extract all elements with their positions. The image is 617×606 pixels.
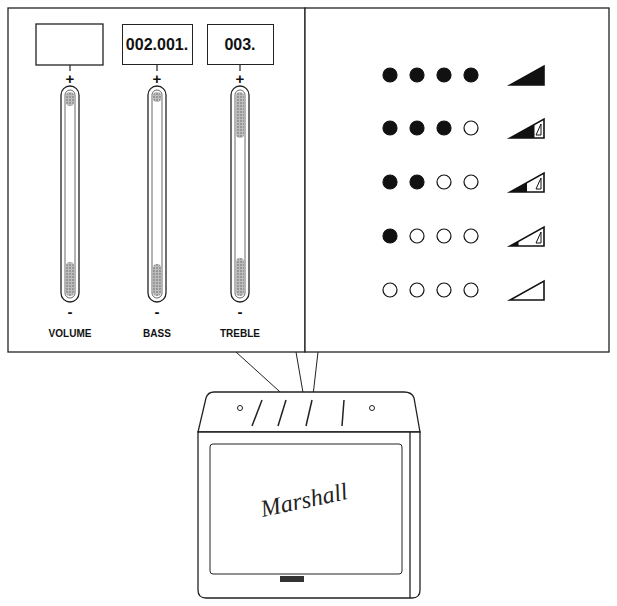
minus-sign: - — [155, 304, 160, 319]
indicator-led — [383, 68, 478, 297]
slider-track — [61, 86, 249, 302]
display-box: 002.001. — [122, 24, 193, 65]
plus-sign: + — [66, 71, 75, 86]
plus-sign: + — [153, 71, 162, 86]
display-box — [36, 24, 103, 65]
callout-panel — [8, 8, 305, 352]
minus-sign: - — [238, 304, 243, 319]
volume-icon — [510, 66, 544, 300]
display-number: 003. — [224, 36, 255, 54]
display-box: 003. — [207, 24, 274, 65]
slider-label: BASS — [143, 329, 171, 339]
speaker — [198, 392, 420, 598]
slider-label: TREBLE — [220, 329, 260, 339]
minus-sign: - — [68, 304, 73, 319]
callout-panel — [305, 8, 609, 352]
slider-label: VOLUME — [49, 329, 92, 339]
plus-sign: + — [236, 71, 245, 86]
brand-logo: Marshall — [258, 479, 349, 521]
display-number: 002.001. — [126, 36, 188, 54]
